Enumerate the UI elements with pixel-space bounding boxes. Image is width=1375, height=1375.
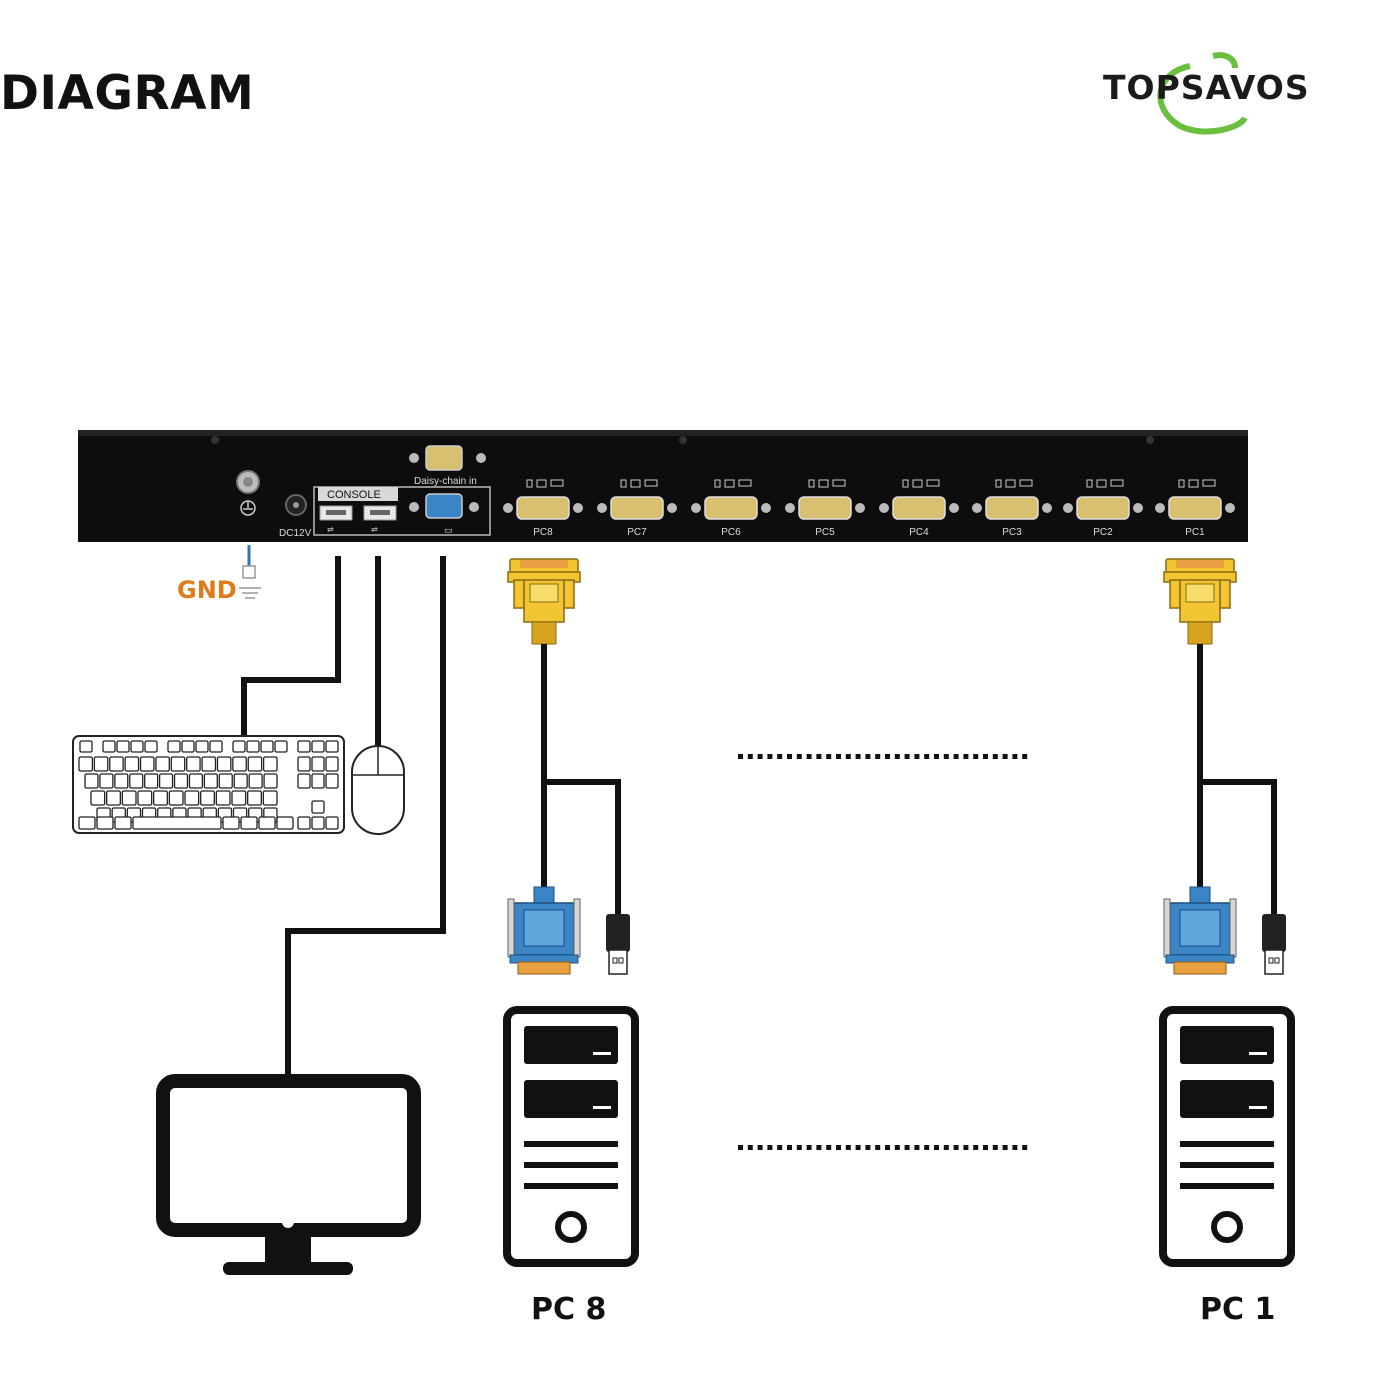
- pc-cable-assemblies: [503, 558, 1295, 1267]
- monitor-port-icon: ▭: [444, 526, 453, 536]
- diagram-title: DIAGRAM: [0, 66, 255, 121]
- vga-connector-icon: [507, 886, 581, 975]
- console-label: CONSOLE: [327, 489, 381, 501]
- pc-port-pc5: PC5: [785, 479, 865, 538]
- pc1-assembly: [1159, 558, 1295, 1267]
- keyboard-icon: [72, 735, 345, 834]
- pc-1-label: PC 1: [1200, 1292, 1276, 1327]
- ground-connection: GND: [177, 545, 261, 604]
- pc-port-pc4: PC4: [879, 479, 959, 538]
- dc-power-jack: DC12V: [279, 494, 312, 539]
- pc-tower-icon: [503, 1006, 639, 1267]
- pc-port-pc7: PC7: [597, 479, 677, 538]
- vga-connector-icon: [1163, 558, 1237, 645]
- usb-icon: ⇌: [371, 525, 378, 534]
- pc-port-label: PC2: [1093, 527, 1113, 538]
- gnd-label: GND: [177, 576, 237, 604]
- ellipsis-dots: [738, 754, 1028, 1150]
- usb-connector-icon: [1262, 914, 1286, 975]
- pc-port-label: PC6: [721, 527, 741, 538]
- pc-port-label: PC7: [627, 527, 647, 538]
- console-section: CONSOLE ⇌ ⇌ ▭: [313, 486, 491, 536]
- pc-port-label: PC3: [1002, 527, 1022, 538]
- console-cables: [241, 556, 446, 1075]
- pc-port-pc3: PC3: [972, 479, 1052, 538]
- usb-connector-icon: [606, 914, 630, 975]
- vga-connector-icon: [1163, 886, 1237, 975]
- daisy-chain-label: Daisy-chain in: [414, 476, 477, 487]
- pc-port-label: PC8: [533, 527, 553, 538]
- kvm-switch-rear-panel: DC12V CONSOLE ⇌ ⇌ ▭ Daisy-chain in: [78, 430, 1248, 542]
- daisy-chain-port: Daisy-chain in: [409, 445, 486, 487]
- pc-port-label: PC5: [815, 527, 835, 538]
- pc8-assembly: [503, 558, 639, 1267]
- brand-logo: TOPSAVOS: [1095, 48, 1375, 138]
- power-label: DC12V: [279, 528, 312, 539]
- ground-screw-icon: [236, 470, 260, 516]
- vga-connector-icon: [507, 558, 581, 645]
- pc-port-pc1: PC1: [1155, 479, 1235, 538]
- pc-ports: PC8 PC7 PC6 PC5 PC4 PC3 PC2 PC1: [503, 479, 1235, 538]
- pc-port-pc8: PC8: [503, 479, 583, 538]
- logo-ring-icon: [1157, 52, 1248, 135]
- mouse-icon: [351, 745, 405, 835]
- pc-port-label: PC4: [909, 527, 929, 538]
- pc-port-label: PC1: [1185, 527, 1205, 538]
- usb-icon: ⇌: [327, 525, 334, 534]
- monitor-icon: [156, 1074, 421, 1275]
- pc-port-pc6: PC6: [691, 479, 771, 538]
- pc-port-pc2: PC2: [1063, 479, 1143, 538]
- pc-tower-icon: [1159, 1006, 1295, 1267]
- brand-name: TOPSAVOS: [1103, 68, 1310, 107]
- pc-8-label: PC 8: [531, 1292, 607, 1327]
